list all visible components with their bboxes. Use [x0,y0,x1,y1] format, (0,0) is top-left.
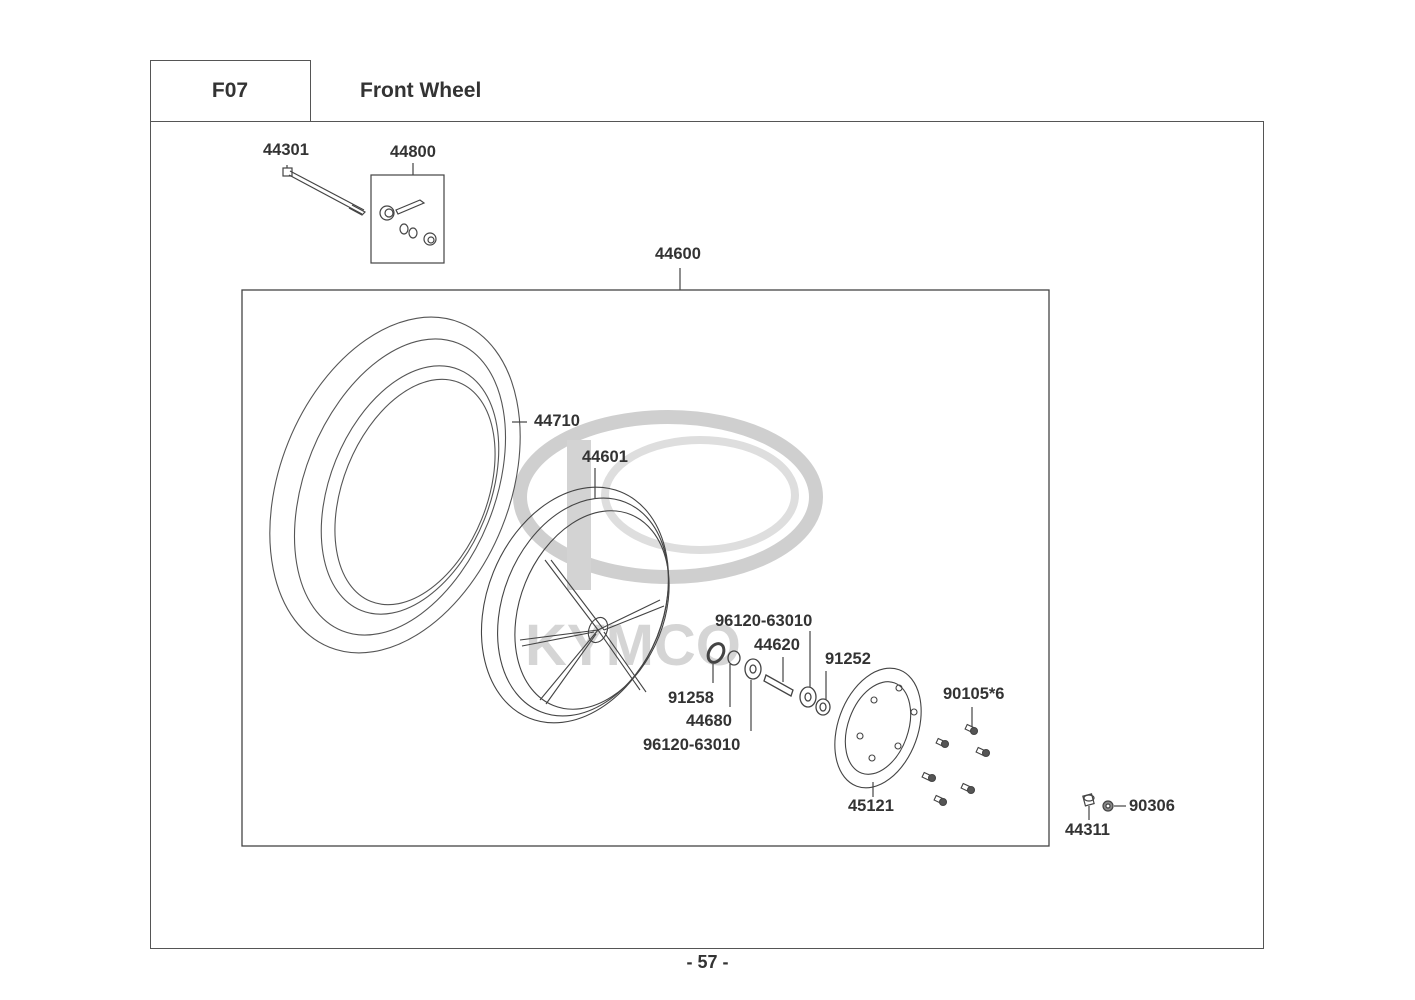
page-number: - 57 - [686,952,729,972]
kymco-watermark: KYMCO [513,410,823,678]
wheel-assembly-box [241,289,1050,847]
part-label-44311: 44311 [1065,821,1110,839]
part-label-44600: 44600 [655,245,701,263]
diagram-frame [150,121,1264,949]
part-label-44800: 44800 [390,143,436,161]
part-label-45121: 45121 [848,797,894,815]
svg-text:KYMCO: KYMCO [525,613,741,678]
hub-parts-drawing [706,642,831,716]
part-label-44620: 44620 [754,636,800,654]
part-label-44710: 44710 [534,412,580,430]
part-label-44301: 44301 [263,141,309,159]
part-label-96120-63010-upper: 96120-63010 [715,612,813,630]
part-label-91252: 91252 [825,650,871,668]
header-frame [150,60,311,122]
part-label-90306: 90306 [1129,797,1175,815]
speedo-gear-box [370,174,445,264]
part-label-44680: 44680 [686,712,732,730]
disc-bolts-drawing [921,723,991,807]
section-title: Front Wheel [360,78,482,102]
section-code: F07 [211,78,249,102]
part-label-96120-63010-lower: 96120-63010 [643,736,741,754]
part-label-44601: 44601 [582,448,628,466]
speedo-gear-drawing [379,199,437,246]
rim-drawing [480,486,670,724]
axle-drawing [282,165,366,216]
part-label-90105: 90105*6 [943,685,1005,703]
brake-disc-drawing [834,667,922,789]
part-label-91258: 91258 [668,689,714,707]
collar-nut-drawing [1082,793,1126,820]
tire-drawing [269,316,521,654]
